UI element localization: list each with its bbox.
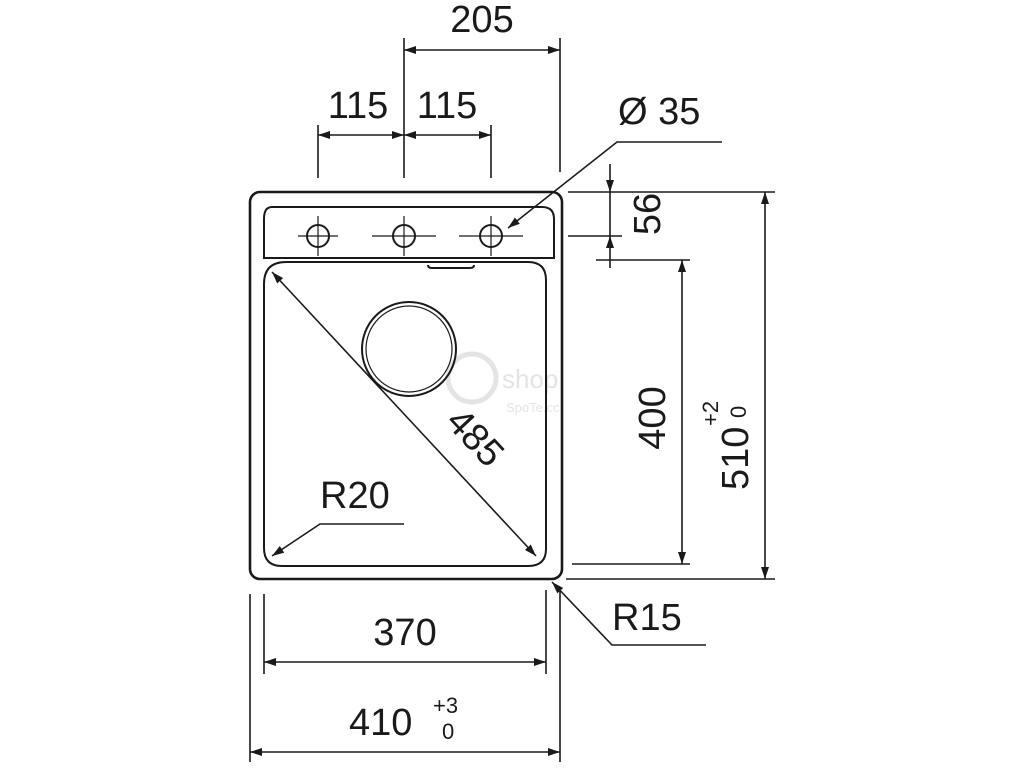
dim-label-410: 410 — [349, 702, 412, 744]
sink-outer-rim — [248, 190, 564, 581]
dim-label-115-left: 115 — [328, 85, 389, 127]
dim-label-diagonal: 485 — [438, 400, 512, 475]
overflow-slot — [427, 264, 475, 269]
dim-label-r15: R15 — [612, 597, 682, 639]
dim-label-56: 56 — [627, 193, 669, 235]
dim-label-510-group: 510 +2 0 — [698, 401, 757, 490]
dim-label-r20: R20 — [320, 475, 390, 517]
watermark-word: shop — [502, 364, 558, 394]
tap-hole-right — [459, 216, 523, 256]
leader-r20 — [271, 523, 404, 557]
dim-label-400: 400 — [632, 386, 674, 449]
leader-r15 — [551, 581, 706, 646]
drain-inner — [365, 305, 453, 393]
dim-label-510-tol-plus: +2 — [698, 401, 723, 426]
sink-bowl — [263, 261, 547, 567]
watermark-sub: SpoTe.cc — [506, 400, 560, 415]
tap-hole-left — [298, 216, 338, 256]
dim-label-370: 370 — [373, 612, 436, 654]
dim-label-510: 510 — [715, 427, 757, 490]
dim-label-510-tol-minus: 0 — [726, 406, 751, 418]
dim-line-diagonal — [271, 271, 537, 557]
leader-diameter — [507, 141, 722, 229]
tap-hole-center — [372, 216, 436, 256]
dim-label-410-tol-plus: +3 — [433, 693, 458, 718]
dim-label-diameter: Ø 35 — [618, 91, 700, 133]
drain-outer — [361, 301, 457, 397]
dim-label-410-tol-minus: 0 — [442, 719, 454, 744]
dim-label-115-right: 115 — [417, 85, 478, 127]
dim-label-205: 205 — [450, 0, 513, 41]
